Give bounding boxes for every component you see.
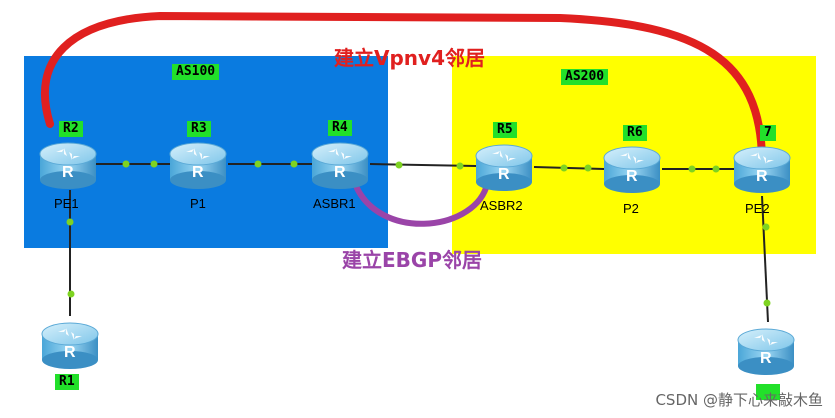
router-r5-tag: R5: [493, 122, 517, 138]
router-r7-tag: 7: [760, 125, 776, 141]
router-r5-name: ASBR2: [480, 198, 523, 213]
router-r4-tag: R4: [328, 120, 352, 136]
router-r5-letter: R: [498, 166, 510, 183]
vpnv4-annotation: 建立Vpnv4邻居: [334, 46, 485, 70]
link-r5-r6: [533, 166, 605, 170]
link-dots: [66, 160, 771, 307]
watermark: CSDN @静下心来敲木鱼: [655, 391, 823, 409]
router-r4-name: ASBR1: [313, 196, 356, 211]
router-r2-tag: R2: [59, 121, 83, 137]
router-r3-letter: R: [192, 164, 204, 181]
router-r2-letter: R: [62, 164, 74, 181]
router-r4-letter: R: [334, 164, 346, 181]
router-r6-letter: R: [626, 168, 638, 185]
router-r3-tag: R3: [187, 121, 211, 137]
ebgp-session-curve: [353, 183, 489, 227]
router-r6-name: P2: [623, 201, 639, 216]
ebgp-annotation: 建立EBGP邻居: [342, 248, 482, 272]
router-r8-letter: R: [760, 350, 772, 367]
router-r1-letter: R: [64, 344, 76, 361]
router-r7-letter: R: [756, 168, 768, 185]
router-r7-name: PE2: [745, 201, 770, 216]
router-r6-tag: R6: [623, 125, 647, 141]
router-r8-tag: [756, 384, 780, 400]
vpnv4-session-curve: [41, 11, 766, 162]
router-r1-tag: R1: [55, 374, 79, 390]
as100-label: AS100: [172, 64, 220, 80]
router-r2-name: PE1: [54, 196, 79, 211]
as200-label: AS200: [561, 69, 609, 85]
router-r3-name: P1: [190, 196, 206, 211]
